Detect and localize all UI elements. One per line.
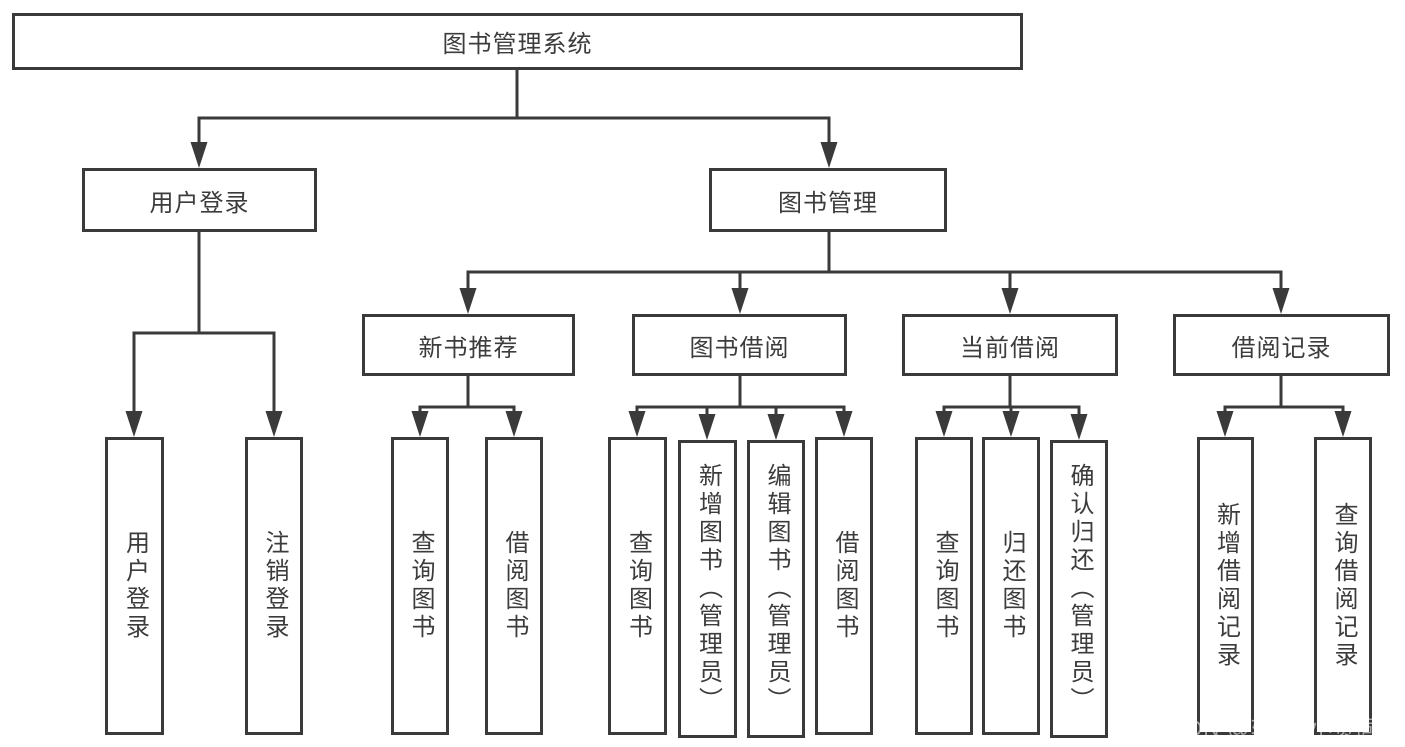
node-root: 图书管理系统	[12, 13, 1023, 70]
leaf-bb-borrow-books: 借阅图书	[815, 437, 873, 735]
arrowhead-icon	[1002, 411, 1020, 437]
arrowhead-icon	[1001, 288, 1019, 314]
arrowhead-icon	[767, 414, 785, 440]
arrowhead-icon	[265, 411, 283, 437]
arrowhead-icon	[1272, 288, 1290, 314]
node-current-borrowing: 当前借阅	[902, 314, 1118, 376]
arrowhead-icon	[835, 411, 853, 437]
arrowhead-icon	[411, 411, 429, 437]
arrowhead-icon	[1334, 411, 1352, 437]
leaf-bb-query-books: 查询图书	[608, 437, 667, 735]
leaf-bb-edit-books-admin: 编辑图书（管理员）	[747, 440, 805, 738]
arrowhead-icon	[628, 411, 646, 437]
node-user-login: 用户登录	[82, 168, 317, 232]
arrowhead-icon	[459, 288, 477, 314]
arrowhead-icon	[1216, 411, 1234, 437]
arrowhead-icon	[935, 411, 953, 437]
leaf-cb-return-books: 归还图书	[982, 437, 1040, 735]
leaf-br-query-record: 查询借阅记录	[1314, 437, 1372, 735]
node-borrowing-records: 借阅记录	[1173, 314, 1390, 376]
leaf-nbr-query-books: 查询图书	[391, 437, 449, 735]
arrowhead-icon	[698, 414, 716, 440]
node-new-book-recommend: 新书推荐	[362, 314, 575, 376]
node-book-management: 图书管理	[709, 168, 947, 232]
leaf-nbr-borrow-books: 借阅图书	[485, 437, 543, 735]
leaf-br-add-record: 新增借阅记录	[1197, 437, 1254, 735]
watermark: CSDN @软件_小贺同学	[1153, 716, 1402, 741]
arrowhead-icon	[820, 142, 838, 168]
arrowhead-icon	[731, 288, 749, 314]
arrowhead-icon	[505, 411, 523, 437]
leaf-cb-query-books: 查询图书	[915, 437, 973, 735]
arrowhead-icon	[125, 411, 143, 437]
leaf-cb-confirm-return-admin: 确认归还（管理员）	[1050, 440, 1108, 738]
leaf-bb-add-books-admin: 新增图书（管理员）	[678, 440, 737, 738]
node-book-borrowing: 图书借阅	[632, 314, 847, 376]
leaf-user-login: 用户登录	[105, 437, 164, 735]
leaf-logout: 注销登录	[245, 437, 303, 735]
arrowhead-icon	[190, 142, 208, 168]
arrowhead-icon	[1070, 414, 1088, 440]
